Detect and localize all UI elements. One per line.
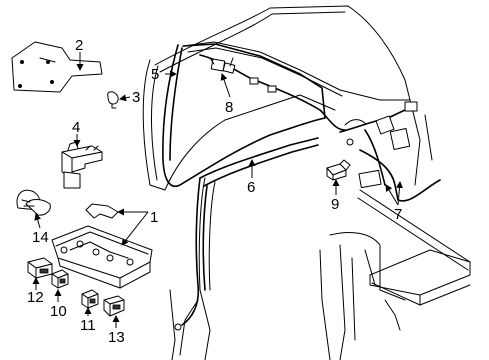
callout-6: 6 — [247, 179, 255, 196]
connector-10 — [51, 269, 69, 289]
callout-5: 5 — [151, 66, 159, 83]
leader-lines — [32, 52, 403, 328]
connector-9 — [326, 159, 351, 181]
vehicle-body-outline — [142, 5, 471, 360]
callout-13: 13 — [108, 329, 125, 346]
connector-12 — [27, 257, 53, 279]
connector-11 — [81, 289, 99, 309]
callout-8: 8 — [225, 99, 233, 116]
callout-12: 12 — [27, 289, 44, 306]
bracket-2 — [11, 41, 103, 93]
callout-9: 9 — [331, 196, 339, 213]
connector-13 — [103, 295, 125, 317]
callout-1: 1 — [150, 209, 158, 226]
callout-4: 4 — [72, 119, 80, 136]
harness-7 — [339, 101, 441, 202]
callout-labels: 1 2 3 4 5 6 7 8 9 10 11 12 13 14 — [27, 37, 402, 346]
callout-11: 11 — [80, 317, 96, 334]
housing-assembly-1 — [51, 203, 153, 289]
callout-10: 10 — [50, 303, 67, 320]
speaker-14 — [16, 189, 51, 216]
callout-14: 14 — [32, 229, 49, 246]
clip-3 — [107, 91, 119, 109]
callout-2: 2 — [75, 37, 83, 54]
callout-7: 7 — [394, 206, 402, 223]
module-4 — [61, 141, 103, 189]
callout-3: 3 — [132, 89, 140, 106]
harness-8 — [199, 54, 346, 131]
harness-6 — [174, 137, 319, 331]
harness-5 — [162, 43, 326, 187]
